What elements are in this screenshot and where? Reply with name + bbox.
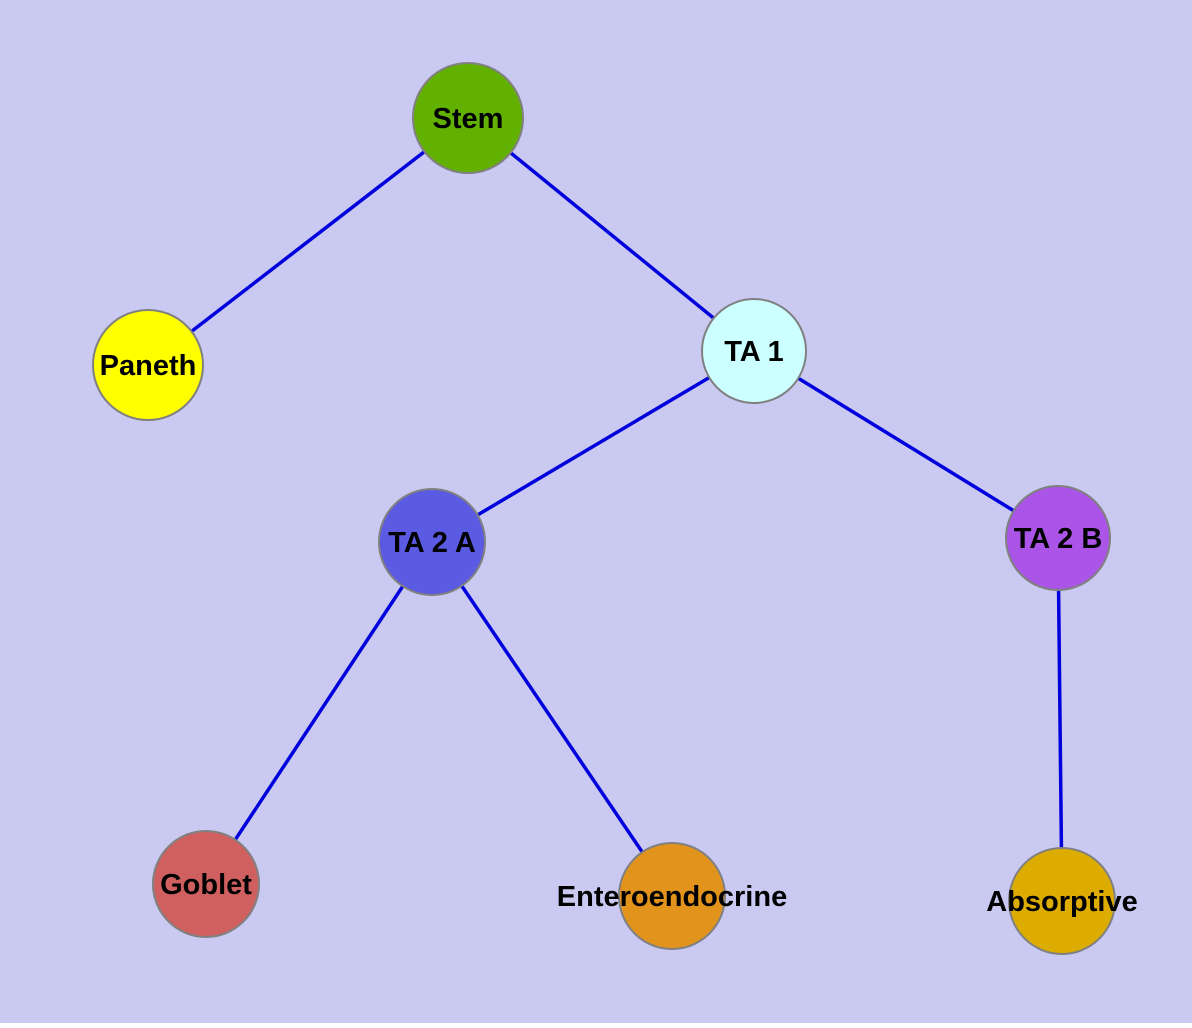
edge-ta-2-a-to-enteroendocrine — [430, 541, 674, 897]
edge-stem-to-ta-1 — [466, 116, 756, 353]
node-label-ta-1: TA 1 — [724, 336, 784, 368]
node-ta-2-b — [1005, 485, 1111, 591]
edge-ta-2-a-to-goblet — [204, 541, 434, 885]
node-paneth — [92, 309, 204, 421]
node-ta-1 — [701, 298, 807, 404]
edge-ta-2-b-to-absorptive — [1056, 537, 1064, 902]
node-label-ta-2-b: TA 2 B — [1014, 523, 1103, 555]
node-enteroendocrine — [618, 842, 726, 950]
node-label-stem: Stem — [433, 103, 504, 135]
node-absorptive — [1008, 847, 1116, 955]
node-label-ta-2-a: TA 2 A — [388, 527, 476, 559]
node-ta-2-a — [378, 488, 486, 596]
node-stem — [412, 62, 524, 174]
edge-ta-1-to-ta-2-b — [753, 349, 1059, 540]
node-label-enteroendocrine: Enteroendocrine — [557, 881, 787, 913]
edge-stem-to-paneth — [146, 116, 470, 367]
node-label-absorptive: Absorptive — [986, 886, 1137, 918]
node-label-goblet: Goblet — [160, 869, 252, 901]
node-label-paneth: Paneth — [100, 350, 197, 382]
edge-ta-1-to-ta-2-a — [431, 349, 755, 544]
node-goblet — [152, 830, 260, 938]
